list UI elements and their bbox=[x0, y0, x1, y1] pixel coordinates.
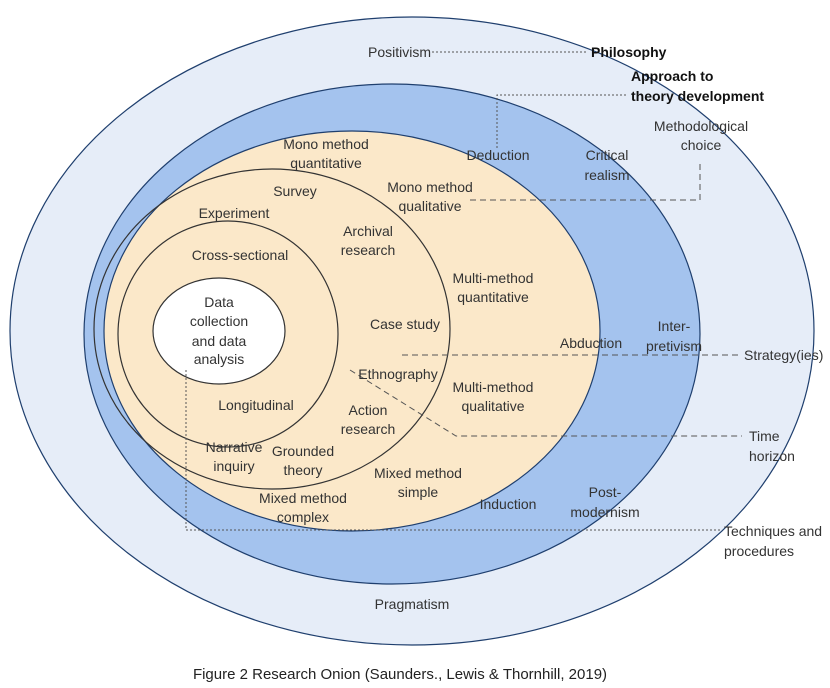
choice-mono-quant-line1: Mono method bbox=[283, 136, 369, 152]
layer-time-horizon-label-line2: horizon bbox=[749, 448, 795, 464]
philosophy-positivism: Positivism bbox=[368, 44, 431, 60]
philosophy-interpretivism-line2: pretivism bbox=[646, 338, 702, 354]
core-label-line1: Data bbox=[204, 294, 234, 310]
philosophy-critical-realism-line2: realism bbox=[584, 167, 629, 183]
philosophy-interpretivism-line1: Inter- bbox=[658, 318, 691, 334]
layer-approach-label-line2: theory development bbox=[631, 88, 764, 104]
approach-induction: Induction bbox=[480, 496, 537, 512]
choice-multi-qual-line2: qualitative bbox=[461, 398, 524, 414]
choice-mono-qual-line2: qualitative bbox=[398, 198, 461, 214]
strategy-case-study: Case study bbox=[370, 316, 440, 332]
svg-text:Inter-pretivism: Inter-pretivism bbox=[646, 318, 702, 354]
choice-multi-quant-line1: Multi-method bbox=[453, 270, 534, 286]
approach-deduction: Deduction bbox=[466, 147, 529, 163]
ring-strategy bbox=[93, 168, 451, 490]
choice-mixed-simple-line1: Mixed method bbox=[374, 465, 462, 481]
core-label-line2: collection bbox=[190, 313, 248, 329]
core-label-line3: and data bbox=[192, 333, 247, 349]
leader-methodological-choice bbox=[470, 160, 701, 201]
strategy-narrative-inquiry-line2: inquiry bbox=[213, 458, 254, 474]
layer-techniques-label-line1: Techniques and bbox=[724, 523, 822, 539]
philosophy-postmodernism-line2: modernism bbox=[570, 504, 639, 520]
choice-mono-qual-line1: Mono method bbox=[387, 179, 473, 195]
time-cross-sectional: Cross-sectional bbox=[192, 247, 288, 263]
leader-approach bbox=[496, 94, 628, 148]
time-longitudinal: Longitudinal bbox=[218, 397, 294, 413]
layer-approach-label-line1: Approach to bbox=[631, 68, 713, 84]
philosophy-postmodernism-line1: Post- bbox=[589, 484, 622, 500]
strategy-grounded-theory-line2: theory bbox=[284, 462, 323, 478]
figure-caption: Figure 2 Research Onion (Saunders., Lewi… bbox=[193, 666, 607, 683]
svg-text:Post-modernism: Post-modernism bbox=[570, 484, 639, 520]
strategy-survey: Survey bbox=[273, 183, 317, 199]
choice-mixed-complex-line2: complex bbox=[277, 509, 329, 525]
approach-abduction: Abduction bbox=[560, 335, 622, 351]
ring-core bbox=[152, 277, 286, 385]
layer-time-horizon-label-line1: Time bbox=[749, 428, 780, 444]
choice-multi-quant-line2: quantitative bbox=[457, 289, 529, 305]
choice-mixed-simple-line2: simple bbox=[398, 484, 439, 500]
ring-time-horizon bbox=[117, 220, 339, 448]
strategy-action-research-line1: Action bbox=[349, 402, 388, 418]
strategy-grounded-theory-line1: Grounded bbox=[272, 443, 334, 459]
strategy-ethnography: Ethnography bbox=[358, 366, 437, 382]
strategy-narrative-inquiry-line1: Narrative bbox=[206, 439, 263, 455]
philosophy-pragmatism: Pragmatism bbox=[375, 596, 450, 612]
strategy-archival-line2: research bbox=[341, 242, 395, 258]
choice-mono-quant-line2: quantitative bbox=[290, 155, 362, 171]
ring-methodological-choice bbox=[103, 130, 601, 532]
strategy-experiment: Experiment bbox=[199, 205, 270, 221]
layer-methodological-choice-label-line1: Methodological bbox=[654, 118, 748, 134]
layer-philosophy-label: Philosophy bbox=[591, 44, 667, 60]
layer-methodological-choice-label-line2: choice bbox=[681, 137, 722, 153]
philosophy-critical-realism-line1: Critical bbox=[586, 147, 629, 163]
choice-mixed-complex-line1: Mixed method bbox=[259, 490, 347, 506]
choice-multi-qual-line1: Multi-method bbox=[453, 379, 534, 395]
layer-techniques-label-line2: procedures bbox=[724, 543, 794, 559]
layer-strategy-label: Strategy(ies) bbox=[744, 347, 823, 363]
leader-time-horizon bbox=[349, 369, 742, 437]
core-label-line4: analysis bbox=[194, 351, 245, 367]
leader-techniques bbox=[185, 370, 720, 531]
strategy-archival-line1: Archival bbox=[343, 223, 393, 239]
strategy-action-research-line2: research bbox=[341, 421, 395, 437]
